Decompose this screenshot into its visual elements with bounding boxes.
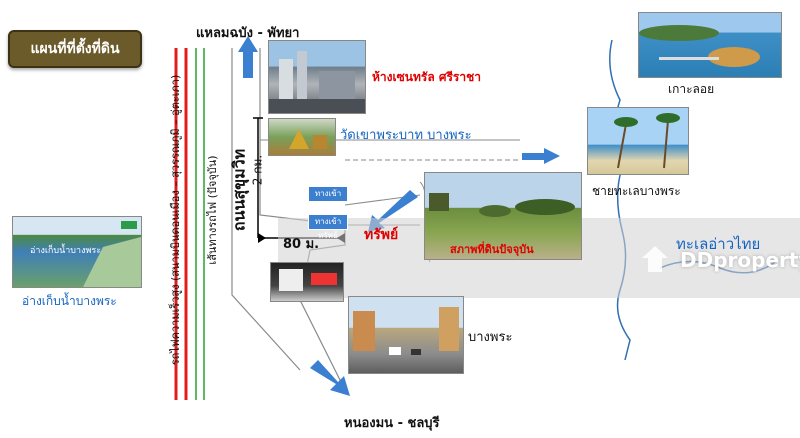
reservoir-photo [12, 216, 142, 288]
map-title: แผนที่ที่ตั้งที่ดิน [8, 30, 142, 68]
beach-photo [587, 107, 689, 175]
coastline [609, 39, 631, 361]
beach-label: ชายทะเลบางพระ [592, 184, 681, 198]
reservoir-photo-caption: อ่างเก็บน้ำบางพระ [30, 246, 102, 256]
current-land-photo [424, 172, 582, 260]
current-rail-label: เส้นทางรถไฟ (ปัจจุบัน) [206, 155, 219, 265]
bang-phra-photo [348, 296, 464, 374]
distance-80m-label: 80 ม. [283, 237, 320, 252]
bang-phra-label: บางพระ [468, 330, 513, 345]
laem-chabang-label: แหลมฉบัง - พัทยา [196, 26, 300, 41]
sukhumvit-road-left [231, 48, 301, 371]
arrow-south [310, 360, 350, 396]
arrow-north [238, 36, 258, 78]
sea-label: ทะเลอ่าวไทย [676, 235, 761, 253]
land-label: ทรัพย์ [364, 227, 399, 243]
entrance-box-2: ทางเข้าทรัพย์ [308, 214, 348, 240]
shop-photo [270, 262, 344, 302]
ddproperty-logo-icon [640, 244, 670, 274]
ko-loi-photo [638, 12, 782, 78]
watermark-brand: DDproperty [680, 248, 800, 272]
central-photo [268, 40, 366, 114]
central-label: ห้างเซนทรัล ศรีราชา [372, 70, 481, 84]
nong-mon-label: หนองมน - ชลบุรี [344, 416, 440, 431]
express-rail-label: รถไฟความเร็วสูง (สนามบินดอนเมือง – สุวรร… [169, 74, 182, 366]
entrance-box-1: ทางเข้าทรัพย์ [308, 186, 348, 212]
distance-2km-label: 2 กม. [250, 154, 265, 186]
reservoir-label: อ่างเก็บน้ำบางพระ [22, 294, 117, 308]
temple-photo [268, 118, 336, 156]
current-land-label: สภาพที่ดินปัจจุบัน [450, 243, 534, 256]
temple-label: วัดเขาพระบาท บางพระ [340, 128, 472, 143]
arrow-beach [522, 148, 560, 164]
ko-loi-label: เกาะลอย [668, 82, 715, 96]
